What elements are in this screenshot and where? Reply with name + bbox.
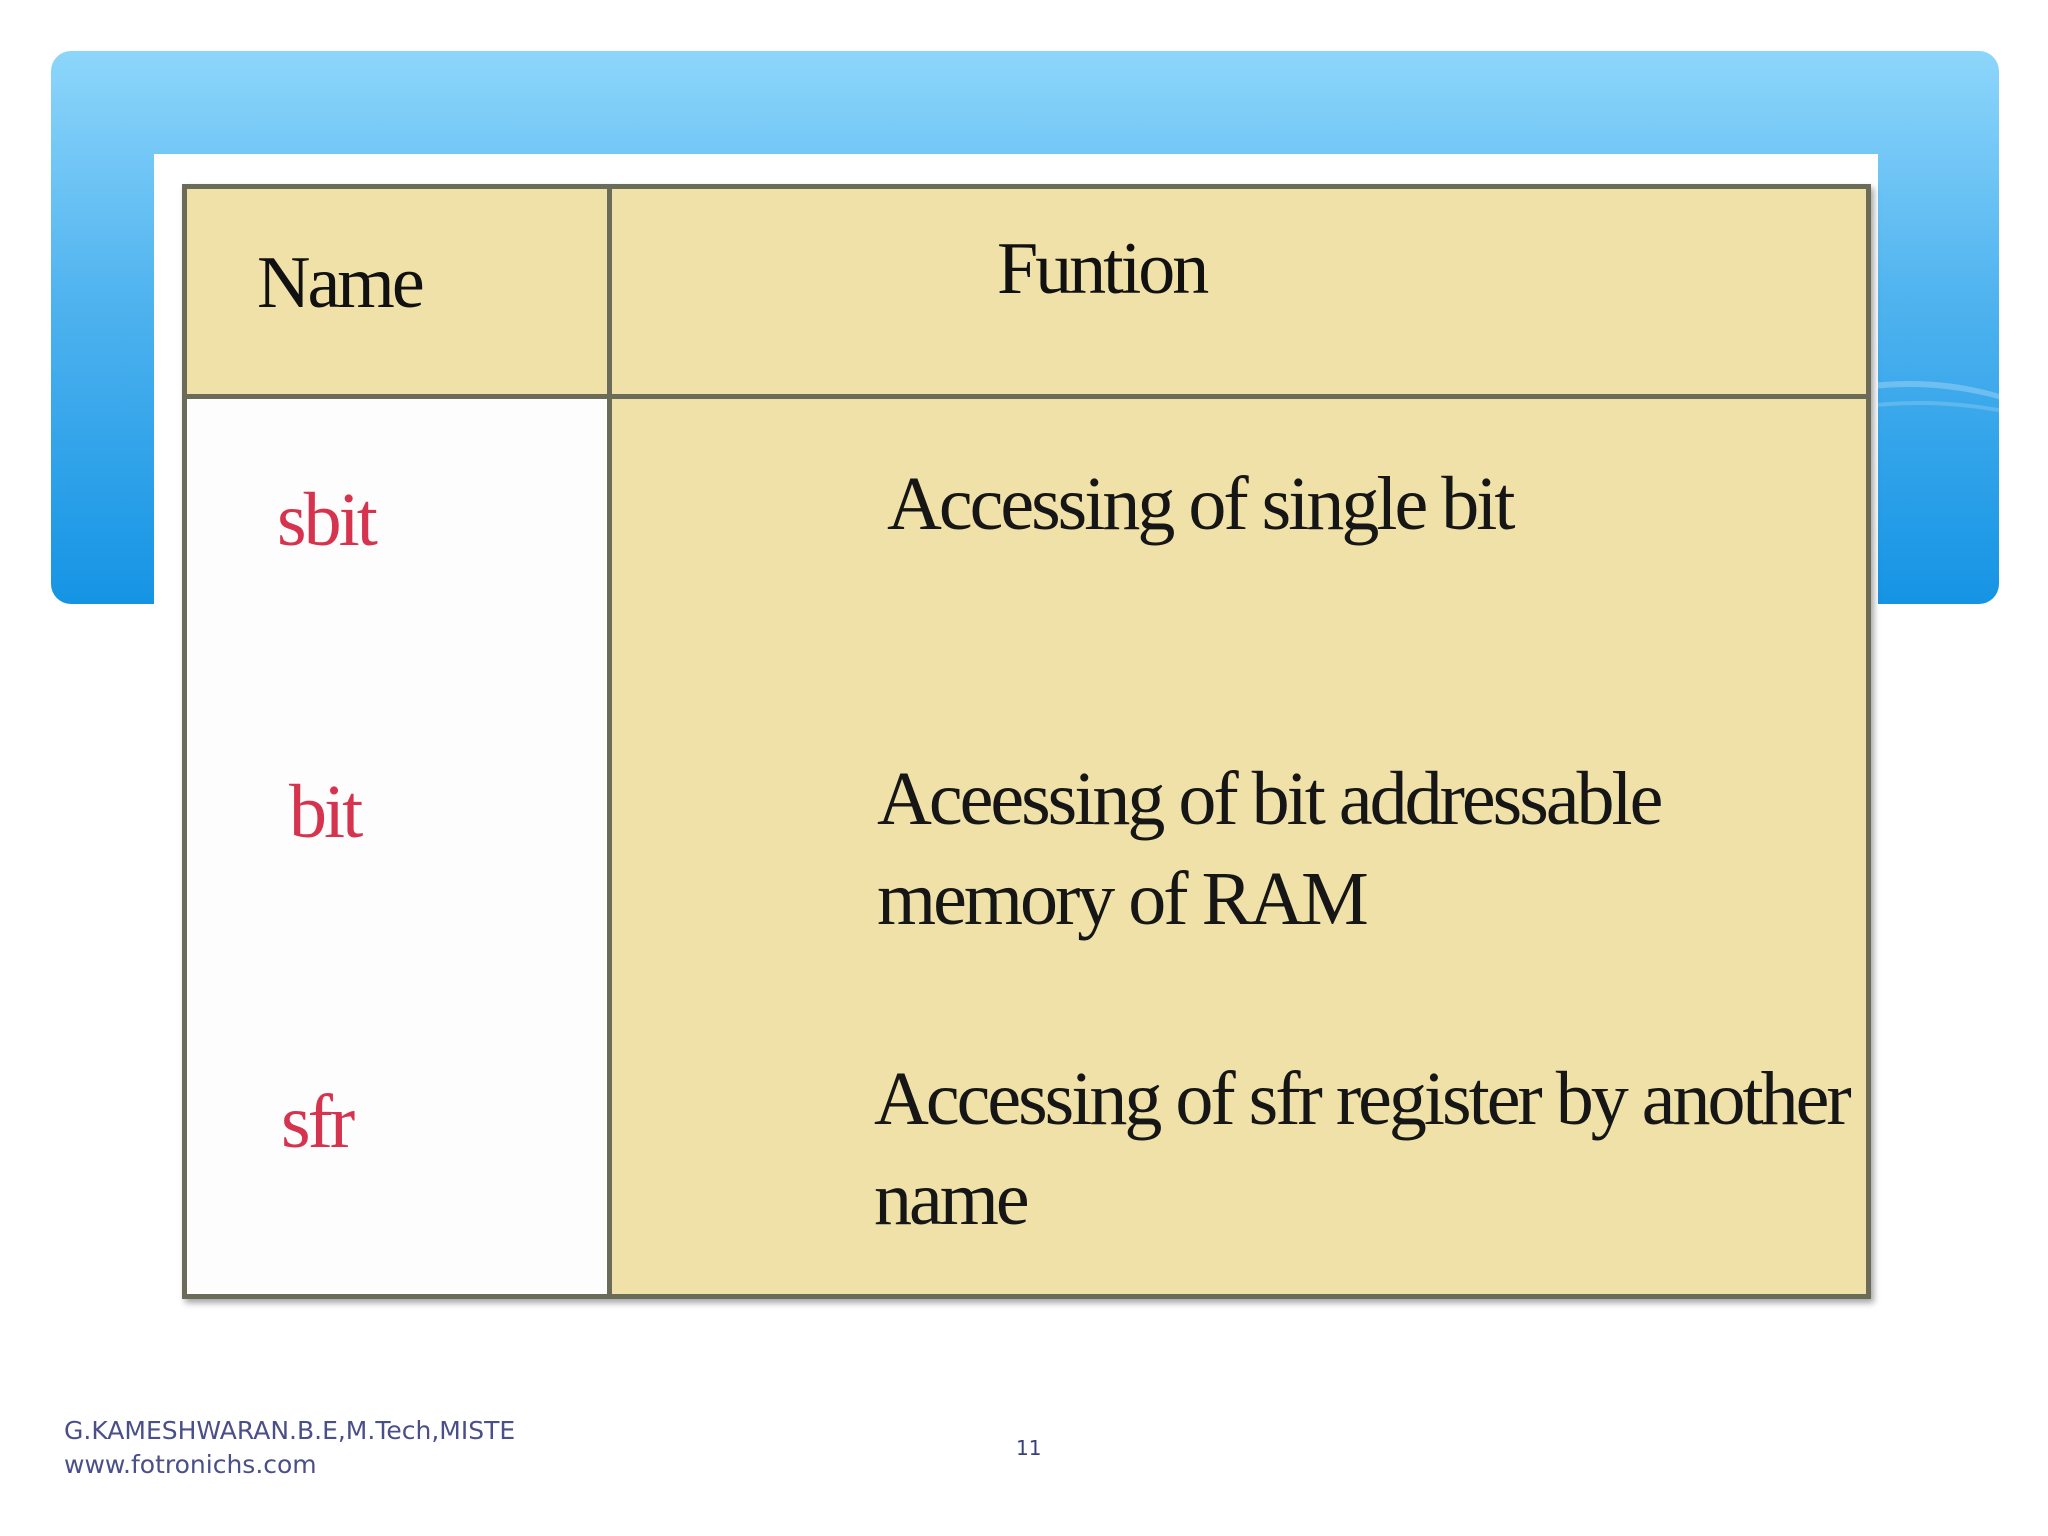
row-function-sbit: Accessing of single bit — [887, 462, 1515, 546]
row-name-bit: bit — [289, 770, 363, 854]
footer-author: G.KAMESHWARAN.B.E,M.Tech,MISTE www.fotro… — [64, 1414, 515, 1482]
author-website: www.fotronichs.com — [64, 1450, 317, 1479]
row-name-sfr: sfr — [281, 1080, 355, 1164]
row-function-sfr: Accessing of sfr register by another nam… — [874, 1057, 1852, 1241]
table-header-row: Name Funtion — [182, 184, 1871, 399]
row-function-bit: Aceessing of bit addressable memory of R… — [877, 757, 1663, 941]
function-column: Accessing of single bit Aceessing of bit… — [607, 394, 1871, 1299]
row-name-sbit: sbit — [277, 478, 378, 562]
table-body-row: sbit bit sfr Accessing of single bit Ace… — [182, 394, 1871, 1299]
header-function: Funtion — [607, 184, 1871, 399]
name-column: sbit bit sfr — [182, 394, 612, 1299]
author-name: G.KAMESHWARAN.B.E,M.Tech,MISTE — [64, 1416, 516, 1445]
function-table: Name Funtion sbit bit sfr Accessing of s… — [182, 184, 1871, 1299]
header-name: Name — [182, 184, 612, 399]
table-image: Name Funtion sbit bit sfr Accessing of s… — [154, 154, 1878, 1354]
page-number: 11 — [1016, 1436, 1042, 1460]
